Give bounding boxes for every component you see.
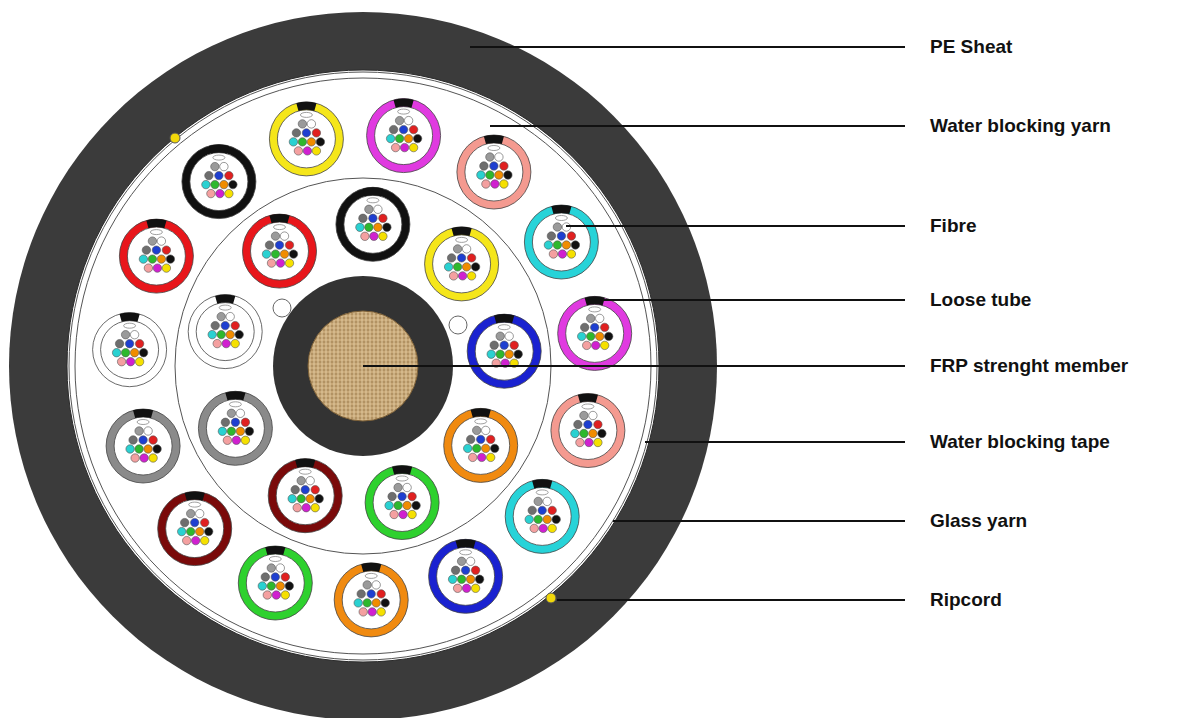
fibre-bundle xyxy=(505,479,579,553)
fibre-bundle xyxy=(198,391,272,465)
leader-line xyxy=(557,599,905,601)
leader-line xyxy=(645,441,905,443)
part-label: Fibre xyxy=(930,215,976,238)
ripcord xyxy=(170,133,180,143)
loose-tube xyxy=(198,391,272,465)
loose-tube xyxy=(158,492,232,566)
fibre-bundle xyxy=(119,219,193,293)
loose-tube xyxy=(365,466,439,540)
leader-line xyxy=(566,225,905,227)
loose-tube xyxy=(524,205,598,279)
fibre-bundle xyxy=(551,394,625,468)
loose-tube xyxy=(93,313,167,387)
loose-tube xyxy=(188,295,262,369)
fibre-bundle xyxy=(243,214,317,288)
loose-tube xyxy=(444,408,518,482)
loose-tube xyxy=(334,563,408,637)
loose-tube xyxy=(182,145,256,219)
fibre-bundle xyxy=(467,314,541,388)
loose-tube xyxy=(429,539,503,613)
part-label: FRP strenght member xyxy=(930,355,1128,378)
leader-line xyxy=(363,365,905,367)
fibre-bundle xyxy=(334,563,408,637)
fibre-bundle xyxy=(524,205,598,279)
fibre-bundle xyxy=(188,295,262,369)
leader-lines xyxy=(363,47,905,600)
loose-tube xyxy=(425,227,499,301)
loose-tube xyxy=(336,187,410,261)
part-label: Water blocking tape xyxy=(930,431,1110,454)
fibre-bundle xyxy=(558,296,632,370)
loose-tube xyxy=(505,479,579,553)
loose-tube xyxy=(558,296,632,370)
loose-tube xyxy=(467,314,541,388)
loose-tube xyxy=(238,546,312,620)
water-blocking-yarn xyxy=(449,316,467,334)
water-blocking-yarn xyxy=(273,299,291,317)
loose-tube xyxy=(551,394,625,468)
fibre-bundle xyxy=(106,409,180,483)
part-label: Glass yarn xyxy=(930,510,1027,533)
loose-tube xyxy=(106,409,180,483)
ripcord xyxy=(546,593,556,603)
loose-tube xyxy=(457,135,531,209)
fibre-bundle xyxy=(425,227,499,301)
fibre-bundle xyxy=(367,99,441,173)
loose-tube xyxy=(243,214,317,288)
fibre-bundle xyxy=(336,187,410,261)
fibre-bundle xyxy=(158,492,232,566)
fibre-bundle xyxy=(457,135,531,209)
loose-tube xyxy=(367,99,441,173)
part-label: Ripcord xyxy=(930,589,1002,612)
part-label: Water blocking yarn xyxy=(930,115,1111,138)
loose-tube xyxy=(269,102,343,176)
leader-line xyxy=(595,299,905,301)
fibre-bundle xyxy=(269,102,343,176)
fibre-bundle xyxy=(444,408,518,482)
leader-line xyxy=(613,520,905,522)
leader-line xyxy=(490,125,905,127)
fibre-bundle xyxy=(268,459,342,533)
leader-line xyxy=(470,46,905,48)
fibre-bundle xyxy=(238,546,312,620)
fibre-bundle xyxy=(93,313,167,387)
loose-tube xyxy=(119,219,193,293)
fibre-bundle xyxy=(429,539,503,613)
part-label: Loose tube xyxy=(930,289,1031,312)
loose-tube xyxy=(268,459,342,533)
part-label: PE Sheat xyxy=(930,36,1012,59)
fibre-bundle xyxy=(182,145,256,219)
fibre-bundle xyxy=(365,466,439,540)
